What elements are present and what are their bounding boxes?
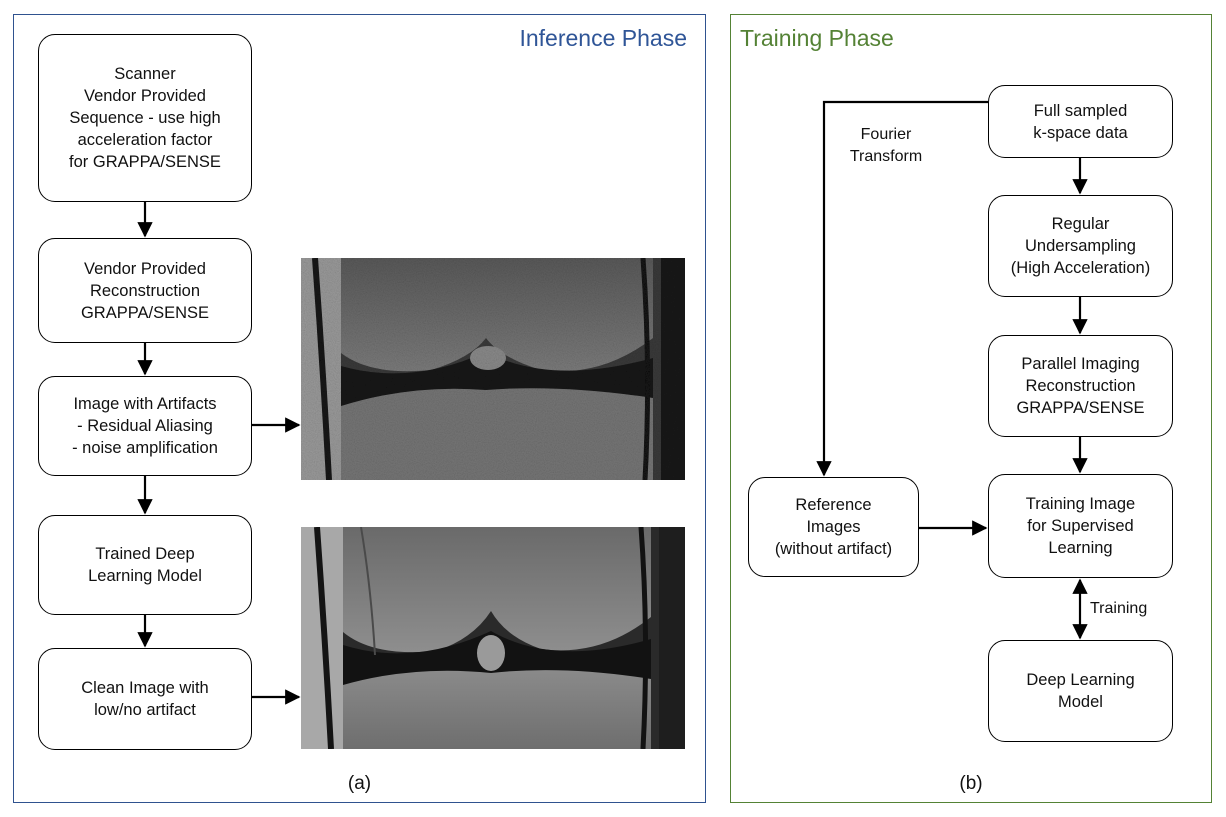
artifact-image-box: Image with Artifacts - Residual Aliasing… [38,376,252,476]
dl-model-line-1: Deep Learning [1026,671,1135,689]
noisy-mri-image [301,258,685,480]
trained-model-box: Trained Deep Learning Model [38,515,252,615]
fourier-transform-label: Fourier Transform [826,124,946,168]
reference-line-3: (without artifact) [774,540,893,558]
scanner-line-1: Scanner [114,65,176,83]
clean-image-line-2: low/no artifact [94,701,196,719]
vendor-recon-line-2: Reconstruction [89,281,201,300]
reference-images-box: Reference Images (without artifact) [748,477,919,577]
artifact-line-1: Image with Artifacts [73,395,217,413]
deep-learning-model-box: Deep Learning Model [988,640,1173,742]
training-image-line-1: Training Image [1025,495,1136,513]
inference-caption: (a) [347,773,372,794]
parallel-recon-line-3: GRAPPA/SENSE [1016,399,1145,417]
undersampling-line-1: Regular [1051,215,1110,233]
undersampling-line-2: Undersampling [1025,237,1136,255]
reference-line-2: Images [806,518,861,536]
clean-image-line-1: Clean Image with [81,679,209,697]
inference-phase-title: Inference Phase [519,25,687,51]
artifact-line-3: - noise amplification [72,439,218,457]
training-image-line-3: Learning [1048,539,1113,557]
clean-image-box: Clean Image with low/no artifact [38,648,252,750]
full-sampled-kspace-box: Full sampled k-space data [988,85,1173,158]
scanner-sequence-box: Scanner Vendor Provided Sequence - use h… [38,34,252,202]
regular-undersampling-box: Regular Undersampling (High Acceleration… [988,195,1173,297]
parallel-imaging-reconstruction-box: Parallel Imaging Reconstruction GRAPPA/S… [988,335,1173,437]
trained-model-line-2: Learning Model [88,567,202,585]
training-caption: (b) [959,773,983,794]
full-sampled-line-2: k-space data [1033,123,1128,142]
fourier-line-2: Transform [849,148,923,165]
artifact-line-2: - Residual Aliasing [77,417,213,435]
clean-mri-image [301,527,685,749]
reference-line-1: Reference [795,496,872,514]
vendor-recon-line-3: GRAPPA/SENSE [80,303,210,322]
training-phase-title: Training Phase [740,25,894,51]
undersampling-line-3: (High Acceleration) [1010,259,1151,277]
parallel-recon-line-2: Reconstruction [1025,377,1136,395]
scanner-line-4: acceleration factor [77,131,213,149]
training-image-line-2: for Supervised [1027,517,1134,535]
training-image-box: Training Image for Supervised Learning [988,474,1173,578]
fourier-line-1: Fourier [860,126,912,143]
dl-model-line-2: Model [1058,693,1103,711]
training-edge-label: Training [1090,600,1148,617]
parallel-recon-line-1: Parallel Imaging [1021,355,1140,373]
scanner-line-2: Vendor Provided [83,87,206,105]
vendor-reconstruction-box: Vendor Provided Reconstruction GRAPPA/SE… [38,238,252,343]
full-sampled-line-1: Full sampled [1033,101,1128,120]
scanner-line-5: for GRAPPA/SENSE [69,153,221,171]
scanner-line-3: Sequence - use high [69,109,221,127]
trained-model-line-1: Trained Deep [95,545,195,563]
vendor-recon-line-1: Vendor Provided [83,259,206,278]
